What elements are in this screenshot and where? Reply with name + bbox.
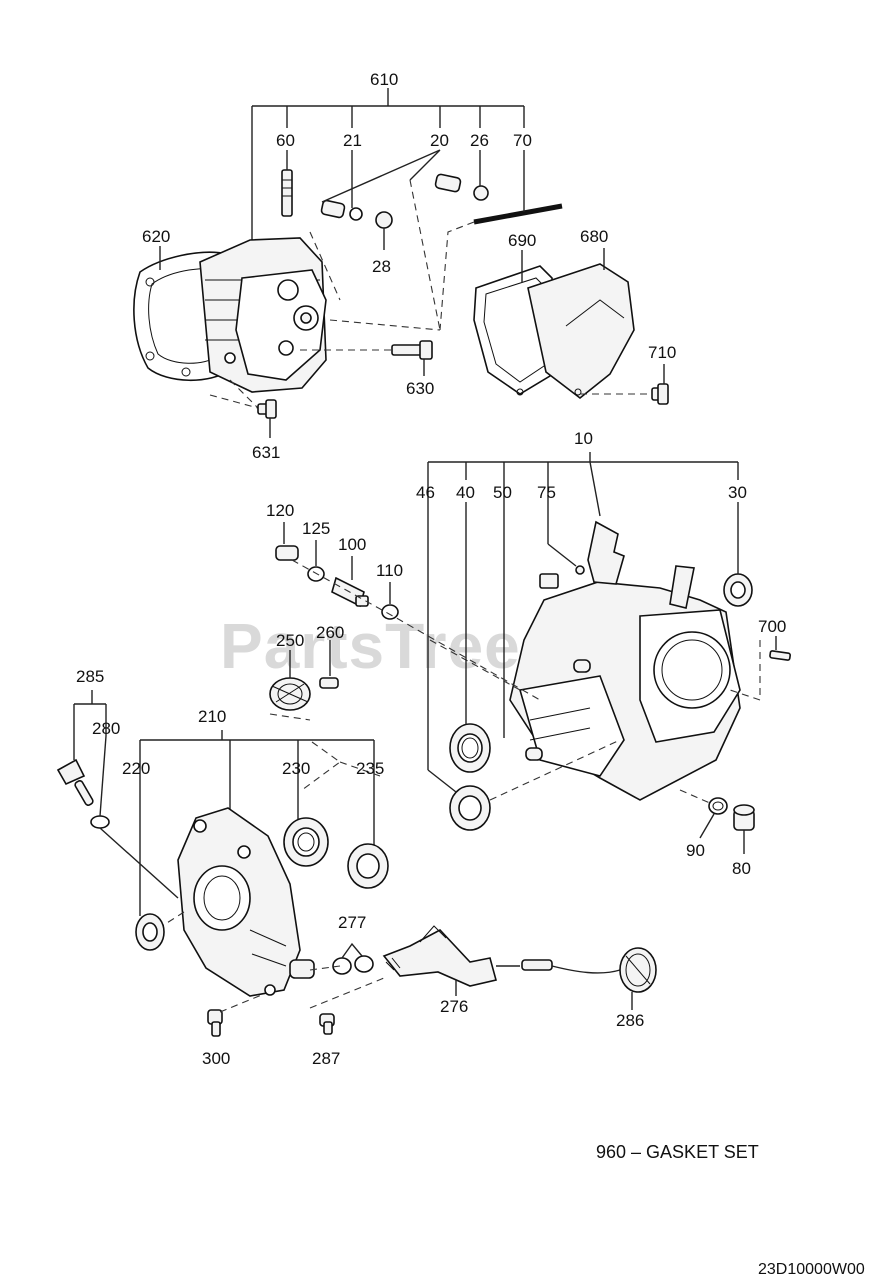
push-rod-part	[439, 150, 563, 331]
callout-120: 120	[266, 501, 294, 520]
callout-280: 280	[92, 719, 120, 738]
callout-28: 28	[372, 257, 391, 276]
cover-small-seal-part	[135, 913, 165, 951]
stud-bolt-part	[281, 150, 293, 217]
callout-26: 26	[470, 131, 489, 150]
callout-700: 700	[758, 617, 786, 636]
oil-level-sensor-parts	[56, 690, 179, 899]
callout-710: 710	[648, 343, 676, 362]
callout-276: 276	[440, 997, 468, 1016]
callout-277: 277	[338, 913, 366, 932]
callout-labels: 610 60 21 20 26 70 620 28 690 680 710 63…	[76, 70, 786, 1068]
valve-cap-parts	[309, 149, 489, 331]
governor-shaft-part	[319, 640, 339, 689]
head-bolt-small-part	[257, 399, 277, 438]
cover-bolt-part	[651, 364, 669, 405]
callout-610: 610	[370, 70, 398, 89]
gasket-set-note: 960 – GASKET SET	[596, 1142, 759, 1162]
callout-110: 110	[376, 561, 403, 580]
rocker-cover-parts	[473, 248, 652, 400]
footer: 960 – GASKET SET 23D10000W00	[596, 1142, 865, 1278]
callout-630: 630	[406, 379, 434, 398]
callout-50: 50	[493, 483, 512, 502]
head-bolt-part	[391, 340, 433, 376]
governor-gear-part	[269, 650, 311, 721]
filler-bolt-part	[319, 1013, 335, 1035]
cylinder-head-part	[199, 237, 404, 409]
callout-100: 100	[338, 535, 366, 554]
callout-230: 230	[282, 759, 310, 778]
callout-21: 21	[343, 131, 362, 150]
seal-part	[427, 739, 621, 831]
drawing-code: 23D10000W00	[758, 1261, 865, 1278]
callout-690: 690	[508, 231, 536, 250]
callout-631: 631	[252, 443, 280, 462]
watermark: PartsTree ™	[220, 605, 654, 682]
callout-250: 250	[276, 631, 304, 650]
callout-210: 210	[198, 707, 226, 726]
callout-286: 286	[616, 1011, 644, 1030]
callout-75: 75	[537, 483, 556, 502]
cover-seal-part	[347, 843, 389, 889]
callout-620: 620	[142, 227, 170, 246]
bearing-part	[449, 502, 491, 773]
callout-125: 125	[302, 519, 330, 538]
callout-90: 90	[686, 841, 705, 860]
callout-235: 235	[356, 759, 384, 778]
callout-285: 285	[76, 667, 104, 686]
dowel-pin-part	[769, 636, 792, 661]
drain-plug-parts	[679, 789, 755, 854]
callout-80: 80	[732, 859, 751, 878]
governor-parts	[269, 522, 541, 721]
callout-680: 680	[580, 227, 608, 246]
callout-40: 40	[456, 483, 475, 502]
callout-30: 30	[728, 483, 747, 502]
oil-seal-part	[723, 502, 753, 607]
callout-10: 10	[574, 429, 593, 448]
callout-220: 220	[122, 759, 150, 778]
watermark-text: PartsTree	[220, 610, 521, 682]
oil-filler-group	[309, 925, 657, 1035]
callout-70: 70	[513, 131, 532, 150]
cylinder-head-group	[133, 88, 669, 438]
callout-287: 287	[312, 1049, 340, 1068]
callout-260: 260	[316, 623, 344, 642]
cover-bearing-part	[283, 817, 329, 867]
oil-cap-part	[619, 947, 657, 1010]
cover-bolt-part	[207, 993, 265, 1037]
callout-300: 300	[202, 1049, 230, 1068]
callout-20: 20	[430, 131, 449, 150]
crankcase-group	[427, 452, 792, 854]
crankcase-cover-group	[56, 690, 389, 1037]
callout-46: 46	[416, 483, 435, 502]
callout-60: 60	[276, 131, 295, 150]
